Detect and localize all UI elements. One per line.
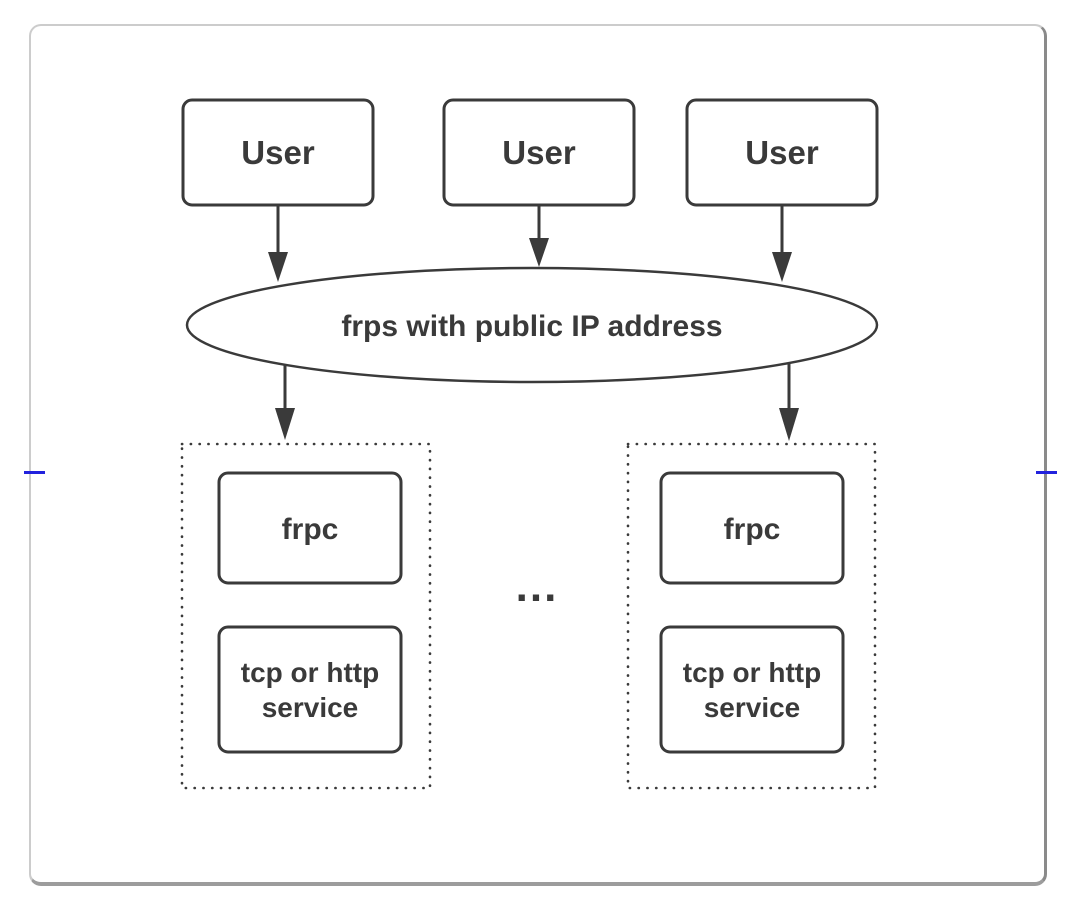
service-label-line1: tcp or http bbox=[683, 657, 821, 688]
selection-mark-right bbox=[1036, 471, 1057, 474]
selection-mark-left bbox=[24, 471, 45, 474]
frps-ellipse bbox=[185, 266, 879, 384]
frpc-label: frpc bbox=[282, 513, 339, 546]
more-clients-ellipsis: ... bbox=[516, 562, 559, 611]
service-label-line2: service bbox=[262, 692, 359, 723]
service-label-line1: tcp or http bbox=[241, 657, 379, 688]
arrow-user1-to-frps-icon bbox=[268, 205, 288, 282]
user-label: User bbox=[241, 134, 315, 171]
frps-label: frps with public IP address bbox=[341, 310, 722, 343]
arrow-user2-to-frps-icon bbox=[529, 205, 549, 267]
arrow-frps-to-client2-icon bbox=[779, 363, 799, 441]
frps-node: frps with public IP address bbox=[185, 266, 879, 384]
service-box bbox=[217, 625, 403, 754]
client-group-1: frpc tcp or http service bbox=[180, 442, 432, 790]
user-label: User bbox=[745, 134, 819, 171]
service-box bbox=[659, 625, 845, 754]
client-dotted-border bbox=[626, 442, 877, 790]
user-node-2: User bbox=[442, 98, 636, 207]
arrow-frps-to-client1-icon bbox=[275, 364, 295, 440]
client-group-2: frpc tcp or http service bbox=[626, 442, 877, 790]
user-node-3: User bbox=[685, 98, 879, 207]
user-node-1: User bbox=[181, 98, 375, 207]
frpc-box bbox=[217, 471, 403, 585]
client-dotted-border bbox=[180, 442, 432, 790]
service-label-line2: service bbox=[704, 692, 801, 723]
frpc-label: frpc bbox=[724, 513, 781, 546]
arrow-user3-to-frps-icon bbox=[772, 205, 792, 282]
user-label: User bbox=[502, 134, 576, 171]
frpc-box bbox=[659, 471, 845, 585]
